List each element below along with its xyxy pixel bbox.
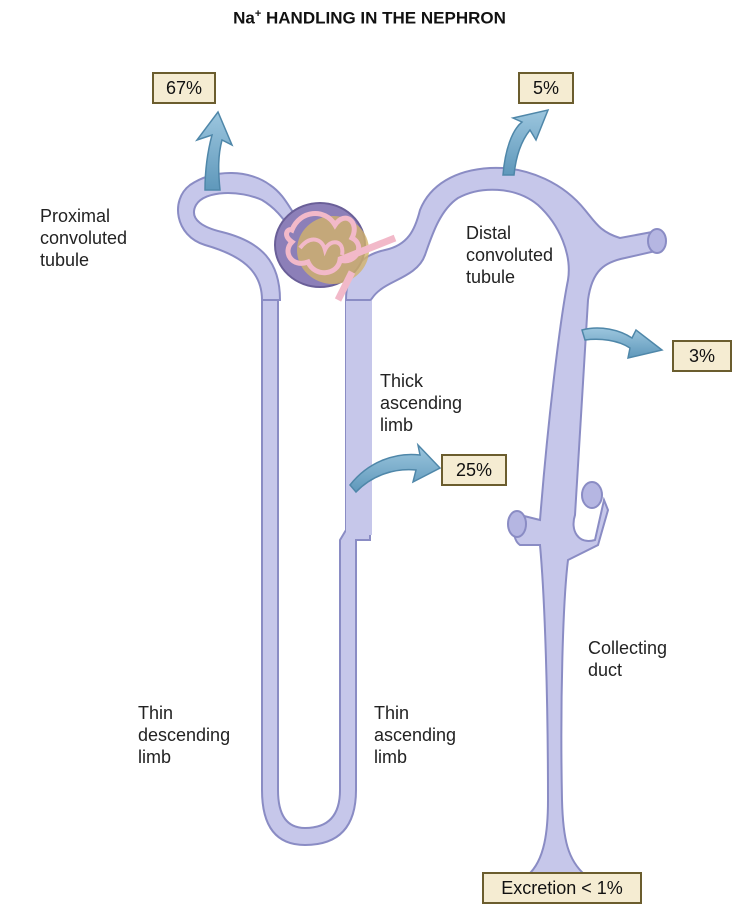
distal-percent-box: 5% [518, 72, 574, 104]
collecting-duct-branch-right [582, 482, 602, 508]
thick-ascending-limb [346, 300, 372, 535]
distal-tubule-end [648, 229, 666, 253]
label-proximal-tubule: Proximal convoluted tubule [40, 205, 127, 271]
collecting-duct-branch-left [508, 511, 526, 537]
collecting-reabsorption-arrow [582, 328, 662, 358]
proximal-percent-box: 67% [152, 72, 216, 104]
label-thick-ascending-limb: Thick ascending limb [380, 370, 462, 436]
collecting-percent-box: 3% [672, 340, 732, 372]
label-thin-descending-limb: Thin descending limb [138, 702, 230, 768]
label-collecting-duct: Collecting duct [588, 637, 667, 681]
diagram-title: Na+ HANDLING IN THE NEPHRON [0, 8, 739, 29]
label-distal-tubule: Distal convoluted tubule [466, 222, 553, 288]
label-thin-ascending-limb: Thin ascending limb [374, 702, 456, 768]
distal-reabsorption-arrow [503, 110, 548, 175]
excretion-box: Excretion < 1% [482, 872, 642, 904]
thick-limb-percent-box: 25% [441, 454, 507, 486]
